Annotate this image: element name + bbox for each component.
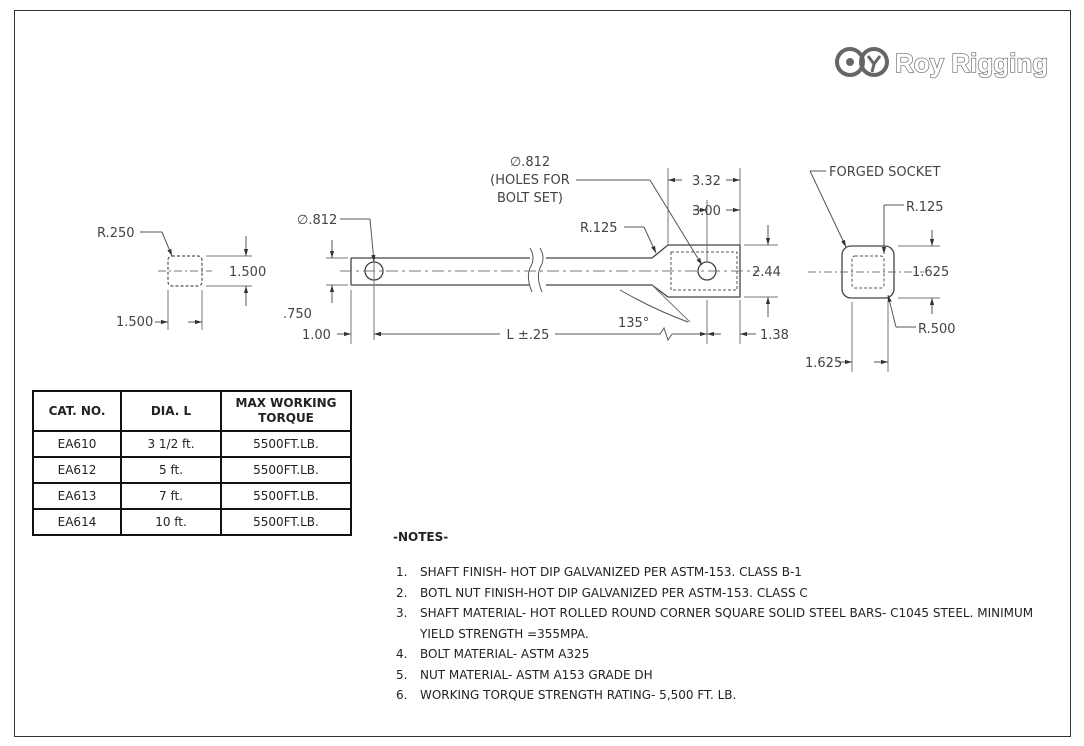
- note-number: 4.: [396, 647, 408, 661]
- note-item: 5. NUT MATERIAL- ASTM A153 GRADE DH: [396, 665, 1046, 686]
- end-view-left: [140, 231, 252, 330]
- table-header: DIA. L: [120, 390, 222, 432]
- dim-244-label: 2.44: [752, 265, 781, 280]
- note-number: 3.: [396, 606, 408, 620]
- right-radius-top-label: R.125: [906, 200, 944, 215]
- note-item: 4. BOLT MATERIAL- ASTM A325: [396, 644, 1046, 665]
- left-radius-label: R.250: [97, 226, 135, 241]
- hole-note-line-1: (HOLES FOR: [490, 173, 570, 188]
- table-cell: EA612: [32, 456, 122, 484]
- table-header: MAX WORKING TORQUE: [220, 390, 352, 432]
- note-text: SHAFT FINISH- HOT DIP GALVANIZED PER AST…: [420, 565, 802, 579]
- note-number: 6.: [396, 688, 408, 702]
- left-width-label: 1.500: [116, 315, 153, 330]
- dim-100-label: 1.00: [302, 328, 331, 343]
- table-cell: 5500FT.LB.: [220, 482, 352, 510]
- roy-rigging-logo-icon: [835, 47, 889, 77]
- note-item: 1. SHAFT FINISH- HOT DIP GALVANIZED PER A…: [396, 562, 1046, 583]
- table-row: EA614 10 ft. 5500FT.LB.: [32, 508, 352, 536]
- angle-label: 135°: [618, 316, 649, 331]
- note-text: SHAFT MATERIAL- HOT ROLLED ROUND CORNER …: [420, 606, 1034, 641]
- bar-radius-label: R.125: [580, 221, 618, 236]
- dim-138-label: 1.38: [760, 328, 789, 343]
- table-cell: 5500FT.LB.: [220, 430, 352, 458]
- note-item: 2. BOTL NUT FINISH-HOT DIP GALVANIZED PER…: [396, 583, 1046, 604]
- table-header: CAT. NO.: [32, 390, 122, 432]
- note-number: 2.: [396, 585, 408, 600]
- note-number: 1.: [396, 565, 408, 579]
- table-cell: EA610: [32, 430, 122, 458]
- hole-dia-right-label: ∅.812: [510, 155, 550, 170]
- note-text: BOLT MATERIAL- ASTM A325: [420, 647, 590, 661]
- drawing-frame: [14, 10, 1071, 737]
- dim-332-label: 3.32: [692, 174, 721, 189]
- end-view-right: [808, 170, 940, 372]
- table-row: EA612 5 ft. 5500FT.LB.: [32, 456, 352, 484]
- note-text: BOTL NUT FINISH-HOT DIP GALVANIZED PER A…: [420, 585, 808, 600]
- dim-750-label: .750: [283, 307, 312, 322]
- table-header-row: CAT. NO. DIA. L MAX WORKING TORQUE: [32, 390, 352, 432]
- bar-side-view: [326, 168, 778, 344]
- note-text: WORKING TORQUE STRENGTH RATING- 5,500 FT…: [420, 688, 737, 702]
- table-cell: 7 ft.: [120, 482, 222, 510]
- table-row: EA613 7 ft. 5500FT.LB.: [32, 482, 352, 510]
- table-cell: 3 1/2 ft.: [120, 430, 222, 458]
- right-radius-bottom-label: R.500: [918, 322, 956, 337]
- note-item: 3. SHAFT MATERIAL- HOT ROLLED ROUND CORNE…: [396, 603, 1046, 644]
- length-label: L ±.25: [507, 328, 550, 343]
- right-height-label: 1.625: [912, 265, 949, 280]
- table-cell: EA614: [32, 508, 122, 536]
- table-row: EA610 3 1/2 ft. 5500FT.LB.: [32, 430, 352, 458]
- table-cell: 5500FT.LB.: [220, 456, 352, 484]
- note-text: NUT MATERIAL- ASTM A153 GRADE DH: [420, 667, 653, 682]
- forged-socket-label: FORGED SOCKET: [829, 165, 940, 180]
- note-item: 6. WORKING TORQUE STRENGTH RATING- 5,500 …: [396, 685, 1046, 706]
- spec-table: CAT. NO. DIA. L MAX WORKING TORQUE EA610…: [32, 390, 352, 536]
- table-cell: 10 ft.: [120, 508, 222, 536]
- notes-list: 1. SHAFT FINISH- HOT DIP GALVANIZED PER A…: [396, 562, 1046, 706]
- right-width-label: 1.625: [805, 356, 842, 371]
- dim-300-label: 3.00: [692, 204, 721, 219]
- table-cell: 5500FT.LB.: [220, 508, 352, 536]
- notes-title: -NOTES-: [393, 530, 449, 544]
- table-cell: EA613: [32, 482, 122, 510]
- left-height-label: 1.500: [229, 265, 266, 280]
- note-number: 5.: [396, 667, 408, 682]
- logo-text: Roy Rigging: [895, 48, 1048, 78]
- hole-note-line-2: BOLT SET): [497, 191, 563, 206]
- hole-dia-left-label: ∅.812: [297, 213, 337, 228]
- table-cell: 5 ft.: [120, 456, 222, 484]
